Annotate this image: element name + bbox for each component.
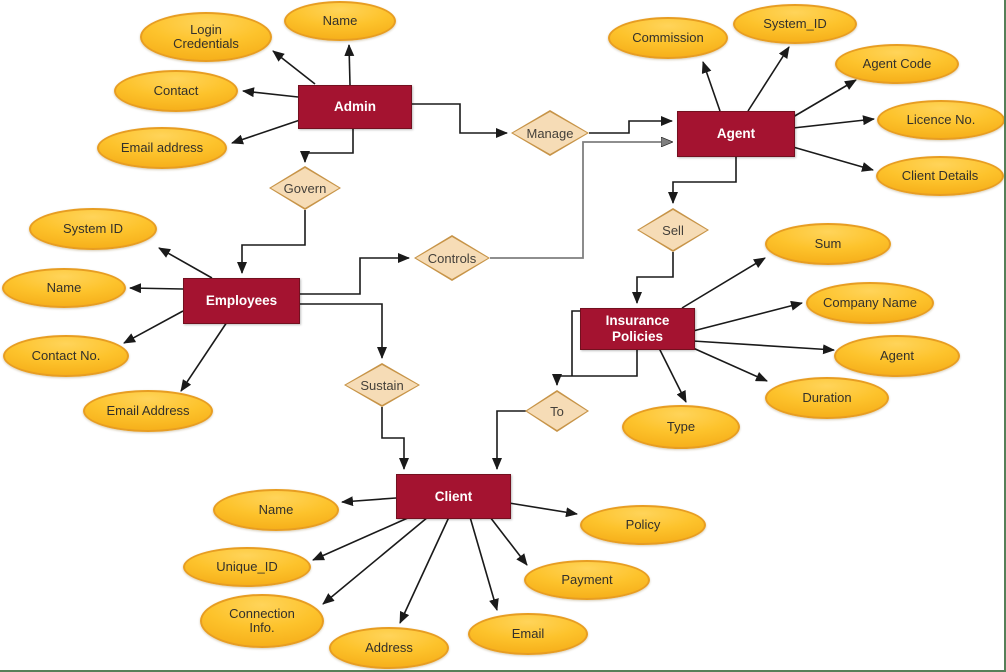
attribute-commission: Commission: [608, 17, 728, 59]
connector-insurance-company-name: [692, 300, 803, 332]
attribute-email-address: Email address: [97, 127, 227, 169]
attribute-duration: Duration: [765, 377, 889, 419]
connector-client-payment: [489, 516, 528, 566]
connector-agent-system-id: [747, 46, 790, 112]
attribute-client-details: Client Details: [876, 156, 1004, 196]
entity-employees: Employees: [183, 278, 300, 324]
connector-govern-employees: [237, 210, 306, 274]
attribute-agent-code: Agent Code: [835, 44, 959, 84]
connector-controls-agent: [490, 142, 672, 259]
connector-client-name: [341, 496, 397, 507]
connector-admin-govern: [300, 127, 354, 163]
relationship-sustain: Sustain: [344, 363, 420, 407]
connector-employees-name: [129, 283, 184, 294]
connector-employees-controls: [298, 253, 410, 295]
attribute-employees-email-address: Email Address: [83, 390, 213, 432]
attribute-policy: Policy: [580, 505, 706, 545]
attribute-login-credentials: Login Credentials: [140, 12, 272, 62]
relationship-sell-label: Sell: [662, 222, 684, 238]
connector-sustain-client: [381, 407, 409, 470]
attribute-system-id-employees: System ID: [29, 208, 157, 250]
relationship-sustain-label: Sustain: [360, 377, 404, 393]
relationship-sell: Sell: [637, 208, 709, 252]
connector-admin-email-address: [231, 119, 301, 145]
connector-insurance-policies-to: [552, 348, 638, 386]
connector-insurance-agent: [692, 340, 835, 355]
connector-employees-email-address: [180, 321, 228, 392]
entity-client: Client: [396, 474, 511, 519]
connector-agent-client-details: [792, 146, 874, 172]
relationship-govern-label: Govern: [283, 180, 327, 196]
attribute-system-id-agent: System_ID: [733, 4, 857, 44]
attribute-type: Type: [622, 405, 740, 449]
connector-insurance-sum: [681, 257, 766, 309]
connector-agent-sell: [668, 155, 737, 204]
connector-agent-licence-no: [792, 115, 875, 129]
relationship-controls: Controls: [414, 235, 490, 281]
entity-agent: Agent: [677, 111, 795, 157]
connector-admin-manage: [410, 103, 508, 138]
attribute-payment: Payment: [524, 560, 650, 600]
attribute-sum: Sum: [765, 223, 891, 265]
entity-admin: Admin: [298, 85, 412, 129]
connector-employees-system-id: [158, 247, 213, 279]
attribute-unique-id: Unique_ID: [183, 547, 311, 587]
connector-client-connection-info: [322, 516, 429, 605]
connector-insurance-type: [658, 347, 687, 403]
connector-client-address: [399, 516, 450, 624]
relationship-govern: Govern: [269, 166, 341, 210]
attribute-connection-info: Connection Info.: [200, 594, 324, 648]
connector-admin-login-credentials: [272, 50, 316, 85]
attribute-contact-no: Contact No.: [3, 335, 129, 377]
relationship-manage-label: Manage: [526, 125, 574, 141]
connector-employees-contact-no: [123, 310, 184, 344]
connector-agent-commission: [701, 61, 721, 112]
attribute-email: Email: [468, 613, 588, 655]
relationship-manage: Manage: [511, 110, 589, 156]
connector-sell-insurance-policies: [632, 252, 674, 304]
attribute-agent-of-policy: Agent: [834, 335, 960, 377]
attribute-admin-name: Name: [284, 1, 396, 41]
attribute-address: Address: [329, 627, 449, 669]
relationship-to-label: To: [550, 403, 564, 419]
attribute-company-name: Company Name: [806, 282, 934, 324]
connector-agent-agent-code: [792, 79, 857, 118]
connector-client-policy: [508, 502, 578, 518]
connector-admin-name: [344, 44, 355, 86]
attribute-client-name: Name: [213, 489, 339, 531]
connector-admin-contact: [242, 87, 299, 98]
connector-client-unique-id: [312, 516, 411, 561]
entity-insurance-policies: Insurance Policies: [580, 308, 695, 350]
connector-insurance-policies-to-stub: [571, 310, 580, 376]
attribute-contact: Contact: [114, 70, 238, 112]
connector-insurance-duration: [692, 347, 768, 382]
attribute-employees-name: Name: [2, 268, 126, 308]
relationship-to: To: [525, 390, 589, 432]
connector-manage-agent: [589, 116, 673, 134]
connector-employees-sustain: [298, 303, 387, 359]
attribute-licence-no: Licence No.: [877, 100, 1004, 140]
connector-client-email: [469, 516, 499, 611]
connector-to-client: [492, 410, 526, 470]
relationship-controls-label: Controls: [427, 250, 477, 266]
